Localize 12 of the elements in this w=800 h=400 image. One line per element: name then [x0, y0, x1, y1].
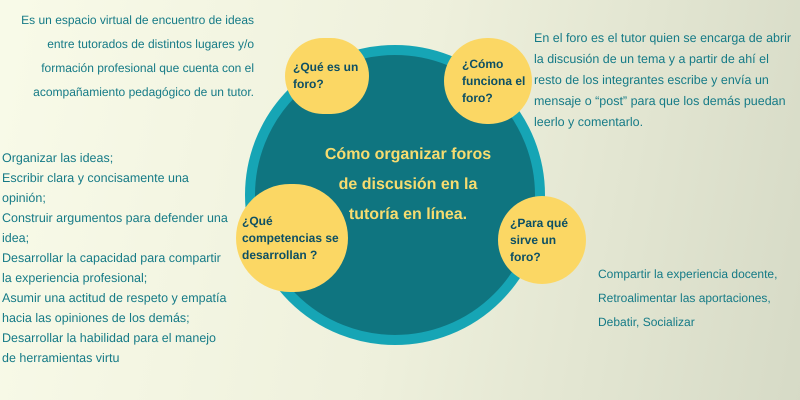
answer-text: Desarrollar la capacidad para compartir la experiencia profesional;	[2, 250, 222, 287]
answer-text: Compartir la experiencia docente, Retroalimentar las aportaciones, Debatir, Socializar	[598, 266, 778, 331]
answer-text: Es un espacio virtual de encuentro de ideas entre tutorados de distintos lugares y/o formación profesional que cuenta con el acompañamiento pedagógico de un tutor.	[20, 12, 254, 101]
answer-text: Construir argumentos para defender una idea;	[2, 210, 228, 247]
answer-text: Organizar las ideas;	[2, 150, 114, 167]
answer-text: Desarrollar la habilidad para el manejo de herramientas virtu	[2, 330, 218, 367]
question-text: ¿Para qué sirve un foro?	[510, 214, 570, 266]
question-text: ¿Qué es un foro?	[293, 59, 360, 93]
answer-text: Escribir clara y concisamente una opinión;	[2, 170, 190, 207]
answer-text: Asumir una actitud de respeto y empatía hacia las opiniones de los demás;	[2, 290, 228, 327]
question-text: ¿Cómo funciona el foro?	[462, 56, 526, 106]
answer-text: En el foro es el tutor quien se encarga de abrir la discusión de un tema y a partir de ahí el resto de los integrantes escribe y envía un mensaje o “post” para que los demás puedan leerlo y comentarlo.	[534, 30, 792, 131]
